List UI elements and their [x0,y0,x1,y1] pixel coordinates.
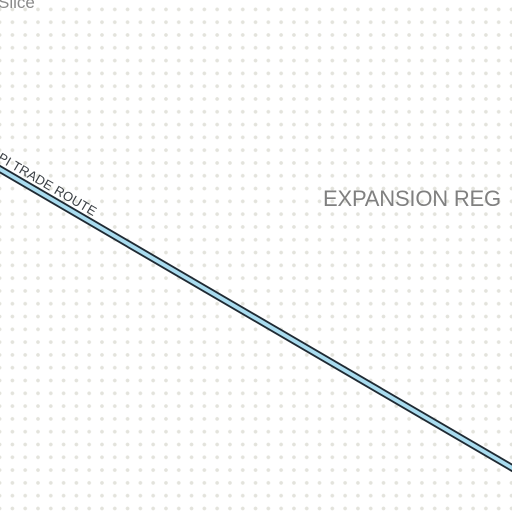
trade-route-line[interactable] [0,166,512,471]
region-label: EXPANSION REG [323,186,501,211]
place-label-slice: Slice [0,0,35,12]
trade-route-label: PI TRADE ROUTE [0,150,100,219]
